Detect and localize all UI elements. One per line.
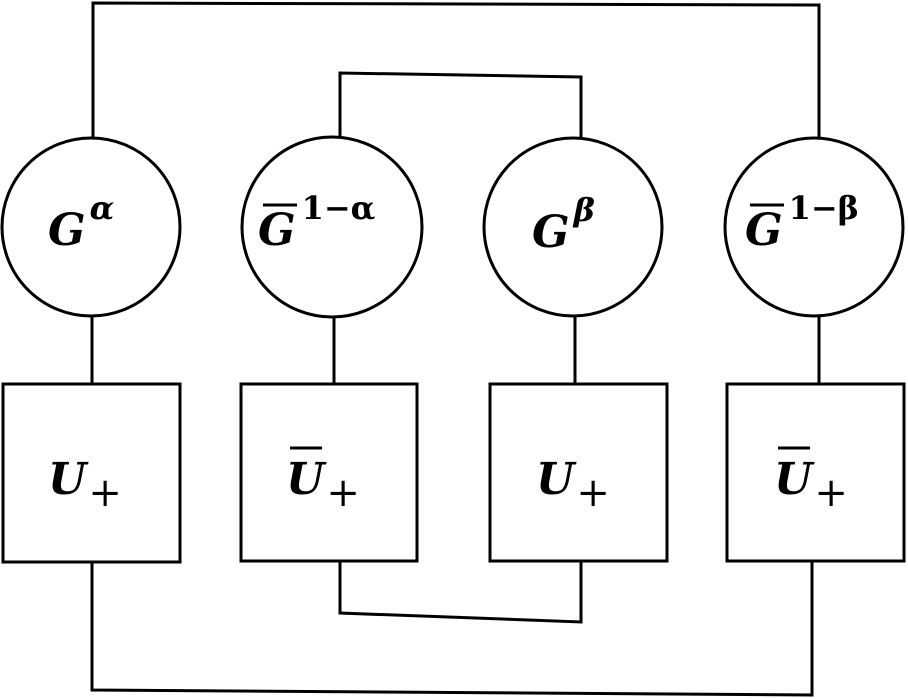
u-node-1: U+	[1, 382, 182, 564]
u-node-4: U+	[725, 382, 906, 563]
g-symbol: G	[532, 207, 570, 258]
g-superscript: 1−α	[302, 189, 376, 227]
u-subscript: +	[576, 470, 610, 516]
g-node-circle	[482, 136, 664, 318]
u-node-box	[239, 382, 419, 563]
g-node-circle	[240, 135, 424, 319]
u-node-label: U+	[286, 454, 360, 516]
u-node-3: U+	[488, 382, 669, 563]
u-node-label: U+	[774, 454, 848, 516]
g-superscript: 1−β	[789, 189, 859, 227]
g-symbol: G	[745, 205, 783, 256]
connection-wires	[90, 1, 821, 697]
g-superscript: β	[573, 191, 595, 229]
u-subscript: +	[88, 470, 122, 516]
g-node-circle	[0, 136, 182, 318]
u-symbol: U	[286, 454, 327, 505]
u-symbol: U	[774, 454, 815, 505]
u-subscript: +	[326, 470, 360, 516]
inner-top-wire	[338, 71, 583, 141]
g-symbol: G	[48, 205, 86, 256]
g-symbol: G	[258, 205, 296, 256]
u-node-box	[1, 382, 182, 564]
u-symbol: U	[536, 454, 577, 505]
u-node-box	[725, 382, 906, 563]
inner-bottom-wire	[338, 560, 583, 624]
u-symbol: U	[48, 454, 89, 505]
outer-top-wire	[91, 1, 821, 140]
u-node-2: U+	[239, 382, 419, 563]
u-node-label: U+	[48, 454, 122, 516]
g-superscript: α	[90, 189, 115, 227]
u-node-label: U+	[536, 454, 610, 516]
u-node-box	[488, 382, 669, 563]
g-node-circle	[723, 136, 905, 318]
outer-bottom-wire	[90, 560, 814, 697]
u-subscript: +	[814, 470, 848, 516]
